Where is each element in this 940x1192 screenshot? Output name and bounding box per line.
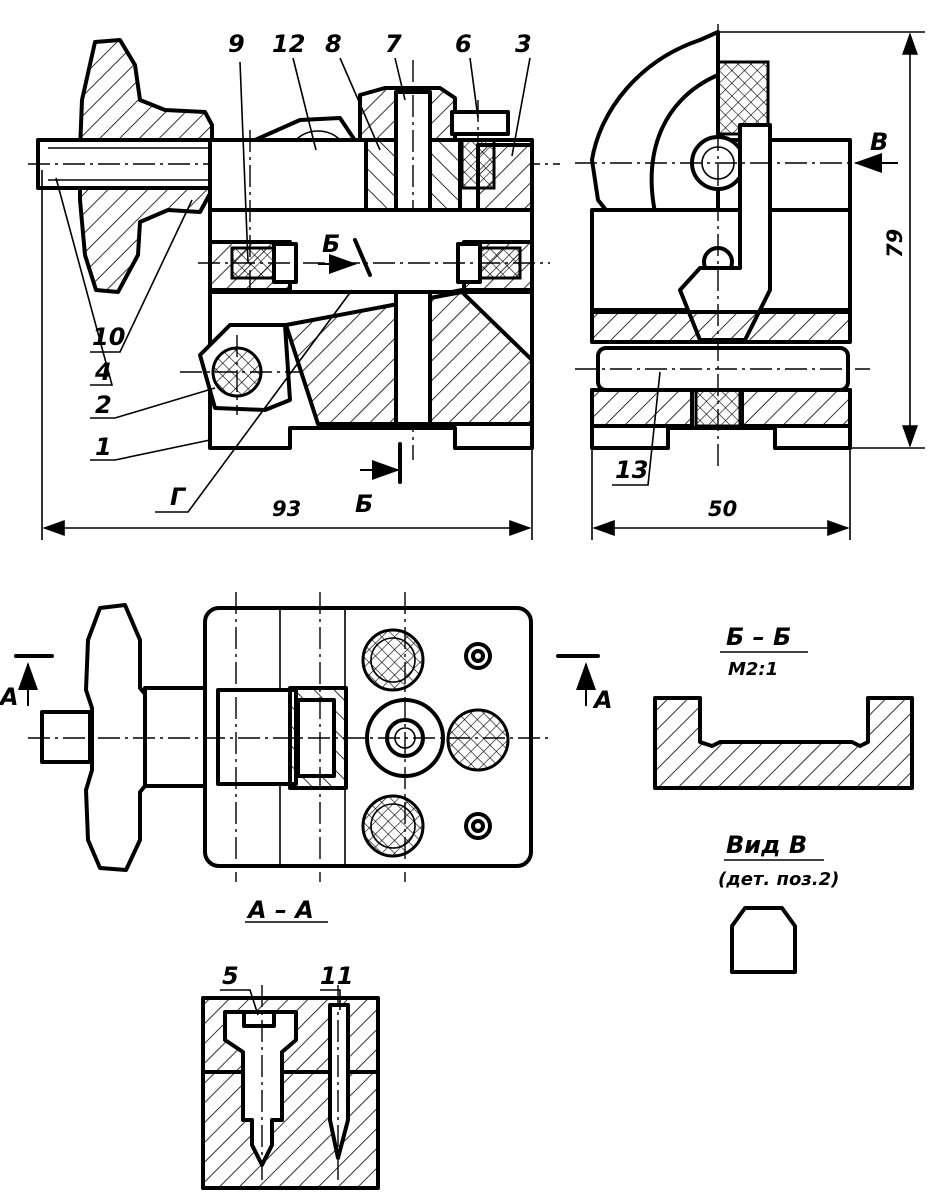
side-view	[575, 24, 925, 540]
view-v-note: (дет. поз.2)	[718, 869, 839, 890]
section-aa-detail	[201, 985, 380, 1190]
screw-6-head	[450, 110, 510, 136]
section-bb-title: Б – Б	[726, 623, 791, 651]
section-aa-title: А – А	[246, 896, 314, 924]
label-8: 8	[325, 30, 342, 58]
dimension-79: 79	[883, 229, 907, 258]
label-13: 13	[615, 456, 648, 484]
label-3: 3	[515, 30, 532, 58]
bushing-8	[364, 138, 398, 212]
plan-view	[14, 592, 600, 923]
plan-bolt-top	[361, 628, 425, 692]
label-5: 5	[222, 962, 239, 990]
view-v: Вид В (дет. поз.2)	[718, 831, 839, 974]
knurl	[716, 60, 770, 136]
section-bb-scale: M2:1	[728, 659, 778, 680]
plan-bolt-bottom	[361, 794, 425, 858]
plan-eccentric	[446, 708, 510, 772]
label-7: 7	[385, 30, 402, 58]
screw-5	[223, 1010, 298, 1167]
section-mark-b-top: Б	[322, 230, 340, 258]
section-mark-a-left: А	[0, 683, 19, 711]
label-10: 10	[92, 323, 125, 351]
label-9: 9	[228, 30, 245, 58]
section-mark-a-right: А	[592, 686, 613, 714]
view-v-arrow-label: В	[870, 128, 888, 156]
section-bb-profile	[653, 696, 914, 790]
plan-hub	[143, 686, 213, 788]
view-v-title: Вид В	[726, 831, 807, 859]
view-v-profile	[730, 906, 797, 974]
pin-11	[328, 1003, 350, 1160]
label-4: 4	[94, 358, 112, 386]
section-bb: Б – Б M2:1	[653, 623, 914, 790]
label-g: Г	[170, 483, 187, 511]
front-labels: 9 12 8 7 6 3 10 4 2 1 Г Б Б 93	[92, 30, 532, 521]
plan-labels: А А А – А	[0, 683, 613, 924]
label-12: 12	[272, 30, 305, 58]
dimension-50: 50	[708, 497, 737, 521]
side-labels: В 13 50 79	[615, 128, 907, 521]
front-view	[28, 38, 560, 540]
plan-screw-end	[40, 710, 92, 764]
label-2: 2	[95, 391, 112, 419]
dimension-93: 93	[272, 497, 301, 521]
section-aa-labels: 5 11	[222, 962, 353, 990]
label-1: 1	[95, 433, 112, 461]
label-11: 11	[320, 962, 353, 990]
section-mark-b-bottom: Б	[355, 490, 373, 518]
label-6: 6	[455, 30, 472, 58]
